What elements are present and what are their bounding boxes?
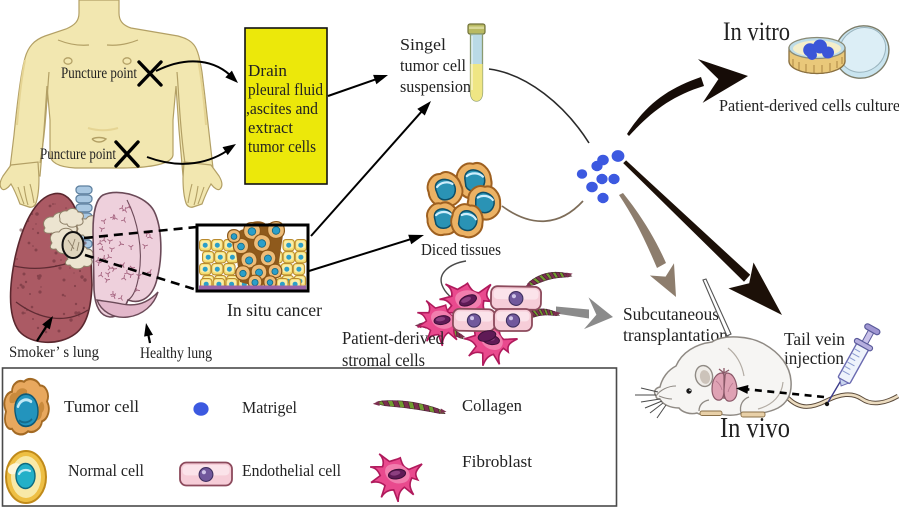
svg-text:Diced tissues: Diced tissues [421, 240, 501, 259]
svg-text:,ascites and: ,ascites and [246, 99, 319, 118]
svg-text:Collagen: Collagen [462, 396, 522, 415]
svg-text:Smoker’ s lung: Smoker’ s lung [9, 344, 99, 361]
svg-text:Fibroblast: Fibroblast [462, 452, 532, 471]
svg-text:tumor cells: tumor cells [248, 137, 316, 156]
svg-text:Normal cell: Normal cell [68, 461, 144, 480]
svg-text:injection: injection [784, 348, 844, 368]
svg-text:tumor cell: tumor cell [400, 56, 466, 75]
svg-text:Patient-derived cells culture: Patient-derived cells culture [719, 96, 899, 115]
svg-text:suspension: suspension [400, 77, 471, 96]
svg-text:transplantation: transplantation [623, 325, 728, 345]
svg-text:Tail vein: Tail vein [784, 329, 845, 349]
svg-text:pleural fluid: pleural fluid [248, 80, 324, 99]
svg-text:Patient-derived: Patient-derived [342, 328, 444, 348]
svg-text:extract: extract [248, 118, 293, 137]
svg-text:Drain: Drain [248, 61, 287, 80]
svg-text:In situ cancer: In situ cancer [227, 300, 322, 320]
svg-text:Puncture point: Puncture point [61, 65, 138, 82]
svg-text:Tumor cell: Tumor cell [64, 397, 139, 416]
svg-text:In vivo: In vivo [720, 412, 790, 444]
svg-text:stromal cells: stromal cells [342, 350, 425, 370]
svg-text:Healthy lung: Healthy lung [140, 345, 212, 362]
svg-text:Endothelial cell: Endothelial cell [242, 461, 341, 480]
svg-text:Matrigel: Matrigel [242, 398, 297, 417]
svg-text:In vitro: In vitro [723, 17, 790, 46]
svg-text:Subcutaneous: Subcutaneous [623, 304, 719, 324]
svg-text:Puncture point: Puncture point [40, 146, 117, 163]
svg-text:Singel: Singel [400, 35, 446, 54]
